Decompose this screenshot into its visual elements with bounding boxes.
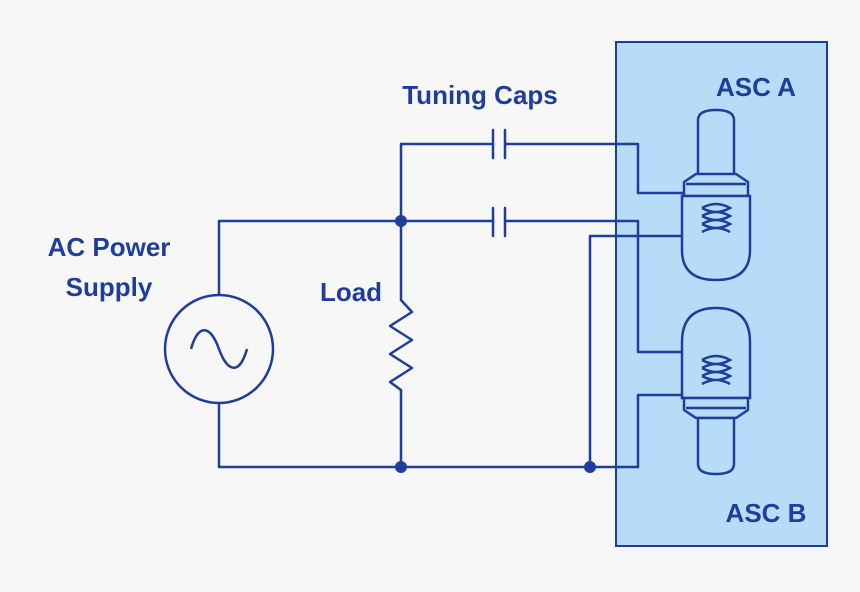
wire-cap1-to-asc [503, 142, 692, 195]
coil-icon [701, 202, 733, 234]
coil-icon [701, 354, 733, 386]
ac-power-label-line2: Supply [66, 272, 153, 302]
junction-dot-icon [395, 215, 407, 227]
tuning-caps-label: Tuning Caps [402, 80, 558, 110]
bulb-icon [680, 306, 752, 400]
wire-return-a [588, 234, 692, 469]
wire-return-b [636, 393, 692, 469]
asc-a-bulb [680, 108, 752, 282]
asc-a-label: ASC A [716, 72, 796, 102]
ac-power-label-line1: AC Power [48, 232, 171, 262]
ac-source-icon [163, 293, 275, 405]
asc-b-bulb [680, 306, 752, 476]
asc-b-label: ASC B [726, 498, 807, 528]
wire-cap1-vertical [399, 142, 495, 223]
wire-cap2-to-asc [503, 219, 692, 354]
resistor-icon [388, 298, 414, 392]
junction-dot-icon [584, 461, 596, 473]
bulb-icon [696, 108, 736, 180]
junction-dot-icon [395, 461, 407, 473]
load-label: Load [320, 277, 382, 307]
